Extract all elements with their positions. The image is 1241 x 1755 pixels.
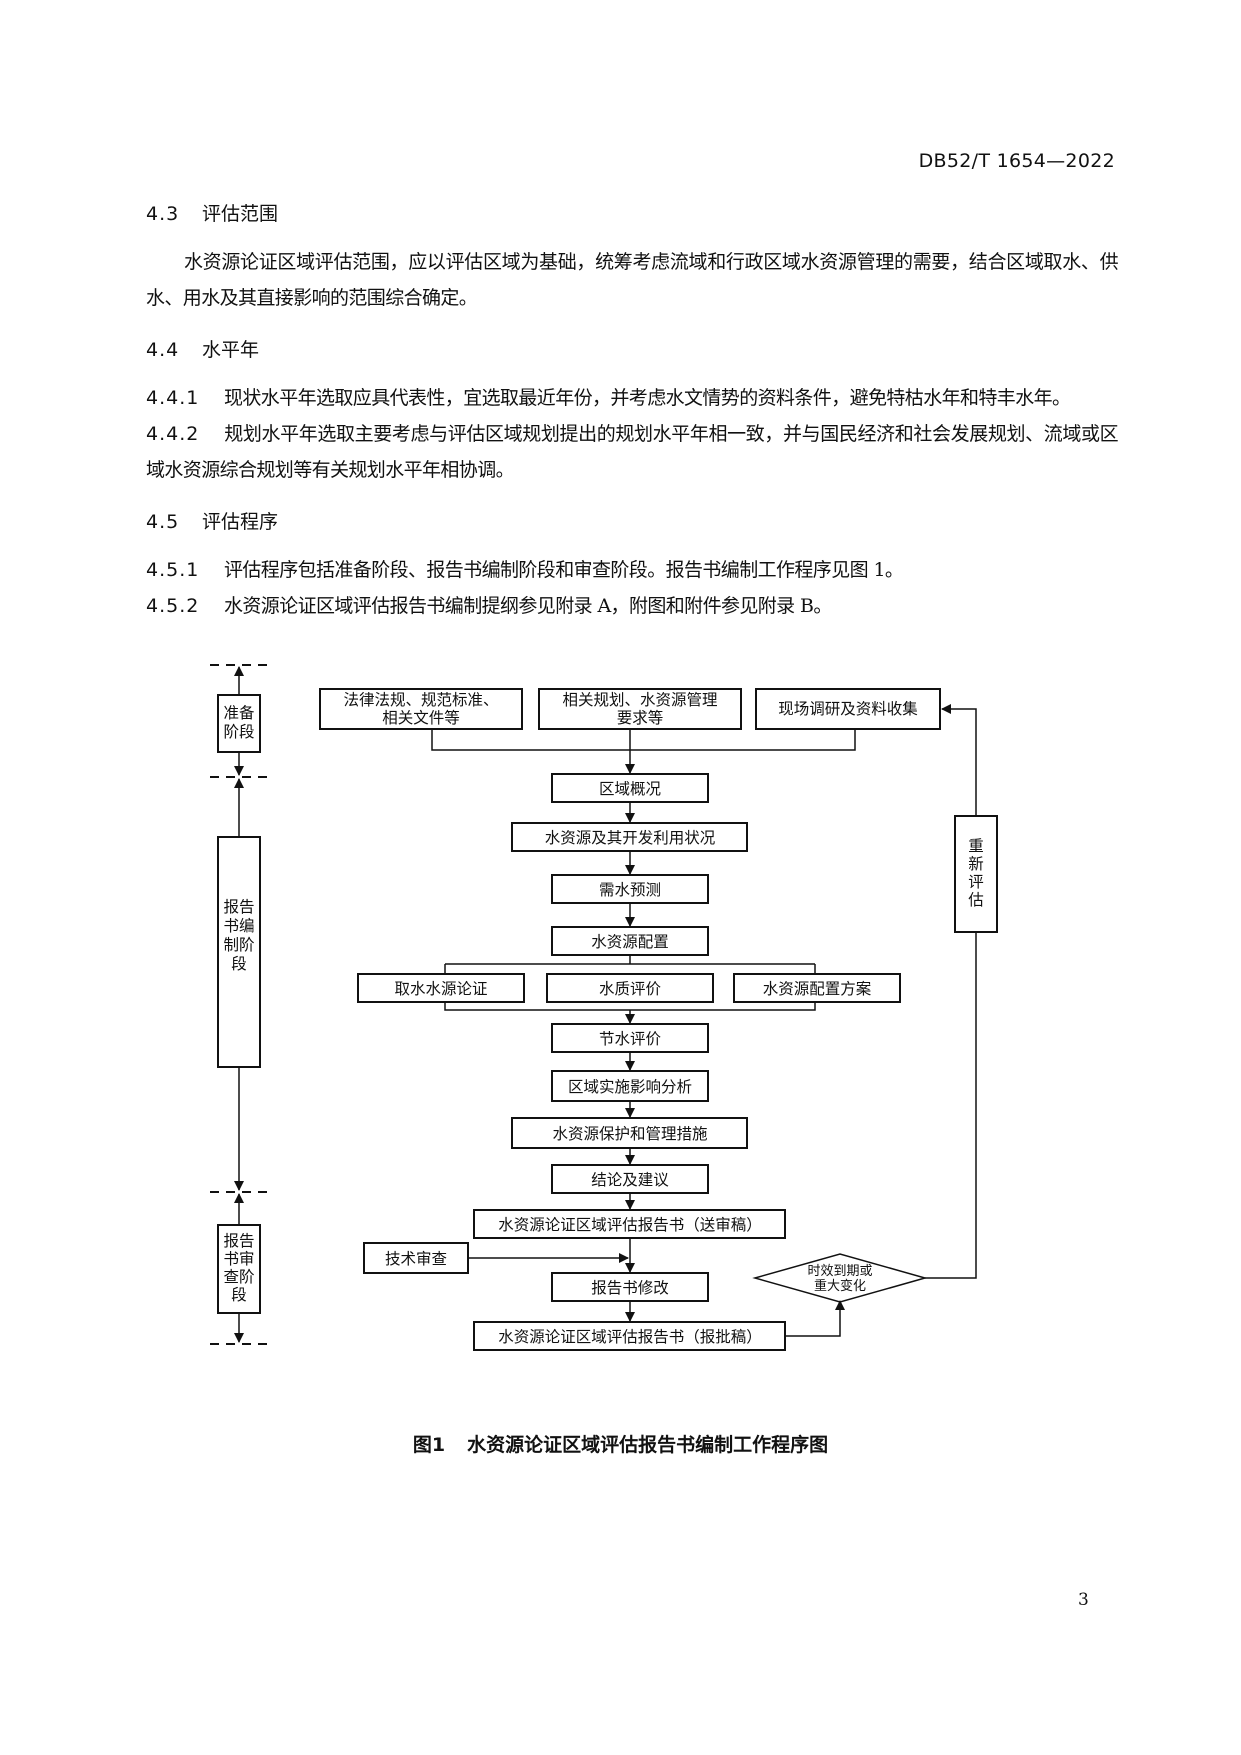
step-label-conclusion: 结论及建议 [591,1171,669,1189]
clause-number: 4.4.2 [146,423,200,445]
step-label-intake: 取水水源论证 [394,980,487,998]
step-label-protection: 水资源保护和管理措施 [552,1125,707,1143]
stage-label-prep: 准备阶段 [223,704,255,741]
step-label-revise: 报告书修改 [591,1279,669,1297]
section-heading-4-5: 4.5 评估程序 [146,508,1118,536]
group-bracket-bottom [444,1002,816,1011]
loop-connector [925,932,977,1279]
clause-number: 4.4.1 [146,387,200,409]
input-label-plans: 相关规划、水资源管理要求等 [562,691,717,727]
step-label-overview: 区域概况 [599,780,661,798]
step-box-quality [546,973,714,1003]
input-label-survey: 现场调研及资料收集 [778,700,918,718]
step-label-scheme: 水资源配置方案 [763,980,872,998]
body-text: 4.3 评估范围 水资源论证区域评估范围，应以评估区域为基础，统筹考虑流域和行政区… [146,200,1119,624]
clause-text: 规划水平年选取主要考虑与评估区域规划提出的规划水平年相一致，并与国民经济和社会发… [146,423,1119,481]
step-box-scheme [733,973,901,1003]
section-heading-4-3: 4.3 评估范围 [146,200,1118,228]
figure-number: 图1 [412,1434,446,1456]
step-label-quality: 水质评价 [599,980,662,998]
page-number: 3 [1078,1590,1089,1610]
document-code: DB52/T 1654—2022 [918,150,1115,172]
section-number: 4.4 [146,339,180,361]
input-box-plans [538,688,742,730]
clause-4-4-1: 4.4.1 现状水平年选取应具代表性，宜选取最近年份，并考虑水文情势的资料条件，避… [146,380,1118,416]
section-title: 水平年 [202,339,260,361]
stage-label-compile: 报告书编制阶段 [223,898,255,973]
step-label-demand: 需水预测 [599,881,661,899]
section-heading-4-4: 4.4 水平年 [146,336,1118,364]
step-label-draft-review: 水资源论证区域评估报告书（送审稿） [498,1216,762,1234]
step-box-intake [357,973,525,1003]
decision-label: 时效到期或重大变化 [807,1264,872,1294]
flow-arrow [785,1300,845,1337]
step-label-saving: 节水评价 [599,1030,662,1048]
flowchart: 准备阶段 报告书编制阶段 报告书审查阶段 法律法规、规范标准、相关文件等 相关规… [210,664,998,1351]
stage-label-review: 报告书审查阶段 [223,1232,255,1304]
input-box-laws [319,688,523,730]
clause-text: 评估程序包括准备阶段、报告书编制阶段和审查阶段。报告书编制工作程序见图 1。 [224,559,904,581]
reassess-label: 重新评估 [968,837,984,909]
clause-4-5-2: 4.5.2 水资源论证区域评估报告书编制提纲参见附录 A，附图和附件参见附录 B。 [146,588,1118,624]
step-label-allocation: 水资源配置 [591,933,669,951]
input-box-survey [755,688,941,730]
section-number: 4.3 [146,203,180,225]
section-title: 评估范围 [202,203,279,225]
clause-4-5-1: 4.5.1 评估程序包括准备阶段、报告书编制阶段和审查阶段。报告书编制工作程序见图… [146,552,1118,588]
loop-arrow [941,704,977,816]
clause-number: 4.5.1 [146,559,200,581]
paragraph-4-3: 水资源论证区域评估范围，应以评估区域为基础，统筹考虑流域和行政区域水资源管理的需… [146,251,1119,309]
step-label-draft-approval: 水资源论证区域评估报告书（报批稿） [498,1328,762,1346]
clause-text: 水资源论证区域评估报告书编制提纲参见附录 A，附图和附件参见附录 B。 [224,595,832,617]
step-label-tech-review: 技术审查 [385,1250,447,1268]
clause-text: 现状水平年选取应具代表性，宜选取最近年份，并考虑水文情势的资料条件，避免特枯水年… [224,387,1071,409]
input-label-laws: 法律法规、规范标准、相关文件等 [343,691,498,727]
figure-title: 水资源论证区域评估报告书编制工作程序图 [467,1434,829,1456]
merge-connector [431,729,856,751]
step-label-impact: 区域实施影响分析 [568,1078,692,1096]
step-label-status: 水资源及其开发利用状况 [545,829,716,847]
figure-caption: 图1 水资源论证区域评估报告书编制工作程序图 [0,1430,1241,1457]
clause-number: 4.5.2 [146,595,200,617]
section-number: 4.5 [146,511,180,533]
section-title: 评估程序 [202,511,279,533]
